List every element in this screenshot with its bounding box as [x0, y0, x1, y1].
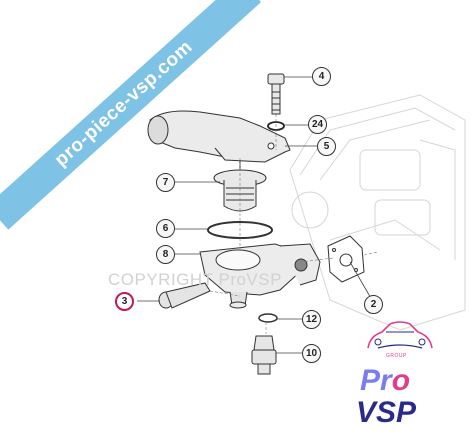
dashed-axis-lines [209, 114, 379, 334]
copyright-watermark: COPYRIGHT ProVSP [108, 270, 282, 289]
thermostat-body-part-8 [199, 243, 321, 309]
sensor-part-10 [251, 335, 277, 375]
callout-part-2: 2 [364, 295, 383, 314]
logo-pro-suffix: o [391, 364, 411, 397]
engine-block-outline [289, 94, 466, 331]
car-icon [367, 321, 433, 349]
provsp-logo: GROUP Pro VSP [352, 320, 452, 430]
callout-part-3: 3 [115, 292, 134, 311]
callout-part-6: 6 [156, 219, 175, 238]
bolt-part-3 [158, 282, 211, 309]
washer-part-12 [258, 313, 278, 323]
logo-pro-text: Pro [360, 364, 410, 398]
callout-part-5: 5 [317, 137, 336, 156]
callout-part-8: 8 [156, 245, 175, 264]
callout-part-12: 12 [302, 310, 321, 329]
leader-lines [137, 76, 373, 354]
callout-part-24: 24 [308, 115, 327, 134]
callout-part-10: 10 [302, 344, 321, 363]
bolt-part-4 [267, 73, 285, 115]
callout-part-7: 7 [156, 173, 175, 192]
gasket-plate-part-2 [327, 235, 365, 283]
callout-part-4: 4 [312, 67, 331, 86]
logo-vsp-text: VSP [356, 396, 417, 429]
housing-part-5 [147, 110, 291, 163]
logo-pro-prefix: Pr [360, 364, 392, 397]
logo-group-label: GROUP [386, 353, 407, 359]
